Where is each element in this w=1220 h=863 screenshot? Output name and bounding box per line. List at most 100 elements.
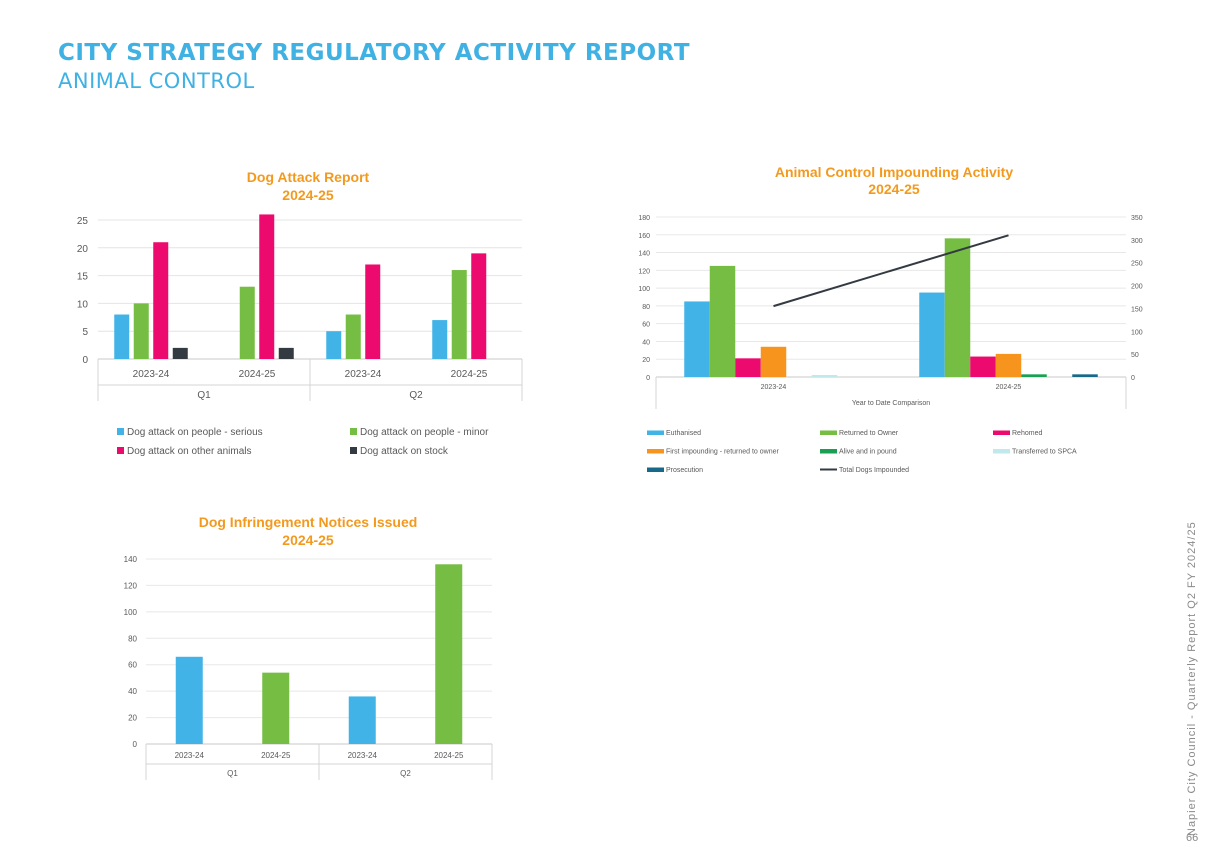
y-tick-label: 10 bbox=[77, 299, 89, 310]
x-axis-title: Year to Date Comparison bbox=[852, 400, 930, 407]
bar-2-4 bbox=[451, 270, 467, 359]
bar-4 bbox=[435, 564, 463, 744]
y2-tick-label: 300 bbox=[1131, 238, 1143, 245]
y-tick-label: 5 bbox=[82, 327, 88, 338]
y2-tick-label: 250 bbox=[1131, 261, 1143, 268]
y-tick-label: 140 bbox=[124, 555, 138, 564]
x-tick-label: 2024-25 bbox=[434, 751, 464, 760]
chart-subtitle: 2024-25 bbox=[282, 532, 334, 548]
bar-3-2 bbox=[970, 356, 996, 377]
y2-tick-label: 350 bbox=[1131, 215, 1143, 222]
y2-tick-label: 200 bbox=[1131, 284, 1143, 291]
y-tick-label: 25 bbox=[77, 216, 89, 227]
group-label: Q2 bbox=[400, 769, 411, 778]
bar-3-1 bbox=[735, 358, 761, 377]
bar-2 bbox=[262, 672, 290, 744]
y-tick-label: 180 bbox=[638, 215, 650, 222]
chart-subtitle: 2024-25 bbox=[868, 181, 920, 197]
y-tick-label: 100 bbox=[638, 286, 650, 293]
y-tick-label: 80 bbox=[642, 304, 650, 311]
legend-swatch bbox=[647, 467, 664, 472]
group-label: Q1 bbox=[227, 769, 238, 778]
y-tick-label: 140 bbox=[638, 251, 650, 258]
bar-2-2 bbox=[239, 286, 255, 359]
x-tick-label: 2023-24 bbox=[761, 384, 787, 391]
legend-item: Dog attack on other animals bbox=[127, 446, 252, 457]
y2-tick-label: 150 bbox=[1131, 306, 1143, 313]
legend-swatch bbox=[117, 428, 124, 435]
legend-swatch bbox=[820, 449, 837, 454]
bar-6-1 bbox=[811, 375, 838, 377]
x-tick-label: 2024-25 bbox=[261, 751, 291, 760]
y-tick-label: 20 bbox=[77, 244, 89, 255]
legend-item: Prosecution bbox=[666, 467, 703, 474]
x-tick-label: 2024-25 bbox=[239, 369, 276, 380]
bar-4-2 bbox=[995, 353, 1022, 377]
bar-1-2 bbox=[919, 292, 945, 377]
legend-item: Returned to Owner bbox=[839, 430, 899, 437]
legend-swatch bbox=[993, 430, 1010, 435]
bar-3-2 bbox=[259, 214, 275, 359]
total-dogs-line bbox=[773, 234, 1009, 308]
bar-1-1 bbox=[114, 314, 130, 359]
legend-item: Total Dogs Impounded bbox=[839, 467, 909, 474]
y2-tick-label: 50 bbox=[1131, 352, 1139, 359]
chart-subtitle: 2024-25 bbox=[282, 187, 334, 203]
x-tick-label: 2024-25 bbox=[996, 384, 1022, 391]
bar-4-1 bbox=[760, 346, 787, 377]
legend-swatch bbox=[647, 449, 664, 454]
bar-3-1 bbox=[153, 242, 169, 359]
x-tick-label: 2023-24 bbox=[348, 751, 378, 760]
legend-item: First impounding - returned to owner bbox=[666, 449, 779, 456]
bar-1-4 bbox=[432, 320, 448, 359]
side-footer-text: Napier City Council - Quarterly Report Q… bbox=[1186, 521, 1198, 836]
impounding-chart: Animal Control Impounding Activity2024-2… bbox=[638, 164, 1143, 474]
legend-item: Dog attack on people - minor bbox=[360, 427, 489, 438]
infringement-chart: Dog Infringement Notices Issued2024-2502… bbox=[124, 514, 493, 780]
dog-attack-chart: Dog Attack Report2024-2505101520252023-2… bbox=[77, 169, 523, 457]
y-tick-label: 120 bbox=[124, 581, 138, 590]
page-title: CITY STRATEGY REGULATORY ACTIVITY REPORT bbox=[58, 40, 691, 66]
y-tick-label: 40 bbox=[128, 687, 137, 696]
bar-4-2 bbox=[278, 347, 294, 359]
y2-tick-label: 100 bbox=[1131, 329, 1143, 336]
bar-2-1 bbox=[709, 265, 736, 377]
chart-title: Dog Attack Report bbox=[247, 169, 370, 185]
y-tick-label: 20 bbox=[642, 357, 650, 364]
x-tick-label: 2023-24 bbox=[133, 369, 170, 380]
legend-swatch bbox=[350, 447, 357, 454]
y-tick-label: 100 bbox=[124, 608, 138, 617]
x-tick-label: 2023-24 bbox=[175, 751, 205, 760]
legend-swatch bbox=[820, 430, 837, 435]
y-tick-label: 0 bbox=[133, 740, 138, 749]
bar-7-2 bbox=[1072, 374, 1098, 377]
chart-title: Animal Control Impounding Activity bbox=[775, 164, 1013, 180]
group-label: Q1 bbox=[197, 390, 211, 401]
y-tick-label: 0 bbox=[82, 355, 88, 366]
legend-item: Dog attack on stock bbox=[360, 446, 449, 457]
y-tick-label: 80 bbox=[128, 634, 137, 643]
legend-swatch bbox=[117, 447, 124, 454]
y-tick-label: 160 bbox=[638, 233, 650, 240]
bar-2-1 bbox=[133, 303, 149, 359]
legend-item: Transferred to SPCA bbox=[1012, 449, 1077, 456]
bar-4-1 bbox=[172, 347, 188, 359]
y-tick-label: 120 bbox=[638, 268, 650, 275]
legend-item: Alive and in pound bbox=[839, 449, 897, 456]
legend-swatch bbox=[647, 430, 664, 435]
bar-5-2 bbox=[1021, 374, 1047, 377]
bar-3 bbox=[348, 696, 376, 744]
page-number: 66 bbox=[1186, 832, 1199, 844]
bar-1-3 bbox=[326, 331, 342, 359]
bar-3-3 bbox=[365, 264, 381, 359]
bar-1-1 bbox=[684, 301, 710, 377]
bar-3-4 bbox=[471, 253, 487, 359]
bar-2-2 bbox=[944, 238, 971, 377]
legend-item: Dog attack on people - serious bbox=[127, 427, 263, 438]
page-subtitle: ANIMAL CONTROL bbox=[58, 69, 255, 93]
bar-1 bbox=[175, 656, 203, 744]
x-tick-label: 2023-24 bbox=[345, 369, 382, 380]
legend-swatch bbox=[993, 449, 1010, 454]
legend-item: Rehomed bbox=[1012, 430, 1042, 437]
legend-swatch bbox=[350, 428, 357, 435]
